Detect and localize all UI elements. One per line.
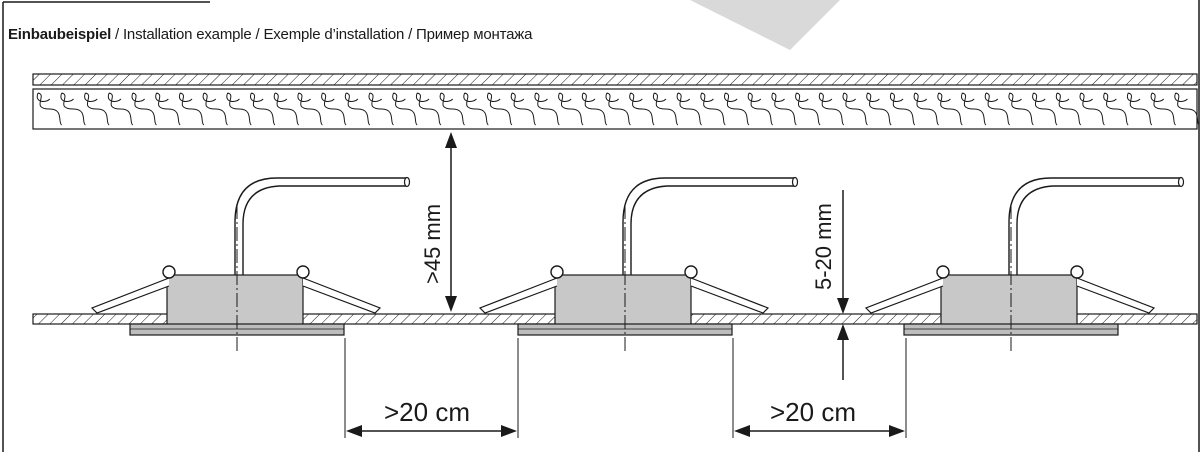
fixture-2-clip-left bbox=[478, 277, 558, 314]
spacing-label-1: >20 cm bbox=[384, 397, 470, 427]
fixture-1-clip-left bbox=[90, 277, 170, 314]
fixture-2-cable-outer bbox=[622, 177, 795, 275]
fixture-3-cable-outer bbox=[1008, 177, 1181, 275]
fixture-1-cable-inner bbox=[242, 185, 407, 275]
fixtures-group bbox=[90, 176, 1185, 352]
title-bold: Einbaubeispiel bbox=[8, 26, 112, 43]
fixture-1-clip-right-pivot bbox=[296, 265, 310, 279]
title-rest: / Installation example / Exemple d’insta… bbox=[111, 26, 533, 43]
fixture-3-clip-right bbox=[1076, 277, 1156, 314]
insulation-gap-label: >45 mm bbox=[420, 204, 445, 284]
fixture-1-cable-end bbox=[403, 176, 411, 188]
fixture-3-cable-inner bbox=[1016, 185, 1181, 275]
fixture-1-housing bbox=[166, 274, 304, 331]
spacing-dimension-2: >20 cm bbox=[732, 338, 907, 438]
fixture-3-clip-left-pivot bbox=[936, 265, 950, 279]
watermark-triangle bbox=[690, 0, 840, 50]
upper-board bbox=[32, 73, 1198, 86]
fixture-3-clip-left bbox=[864, 277, 944, 314]
fixture-3-housing bbox=[940, 274, 1078, 331]
fixture-2-clip-right-pivot bbox=[684, 265, 698, 279]
spacing-dimension-1: >20 cm bbox=[344, 338, 519, 438]
fixture-2-clip-right bbox=[690, 277, 770, 314]
ceiling-thickness-label: 5-20 mm bbox=[811, 203, 836, 290]
spacing-label-2: >20 cm bbox=[770, 397, 856, 427]
fixture-1-cable-outer bbox=[234, 177, 407, 275]
fixture-2-clip-left-pivot bbox=[550, 265, 564, 279]
fixture-3-clip-right-pivot bbox=[1070, 265, 1084, 279]
insulation-wave bbox=[36, 92, 1200, 126]
insulation-gap-dimension: >45 mm bbox=[420, 132, 457, 312]
fixture-2-cable-end bbox=[791, 176, 799, 188]
fixture-2-housing bbox=[554, 274, 692, 331]
fixture-2-cable-inner bbox=[630, 185, 795, 275]
fixture-1-clip-left-pivot bbox=[162, 265, 176, 279]
ceiling-thickness-dimension: 5-20 mm bbox=[811, 190, 849, 380]
diagram-title: Einbaubeispiel / Installation example / … bbox=[8, 26, 532, 43]
fixture-3-cable-end bbox=[1177, 176, 1185, 188]
fixture-1-clip-right bbox=[302, 277, 382, 314]
